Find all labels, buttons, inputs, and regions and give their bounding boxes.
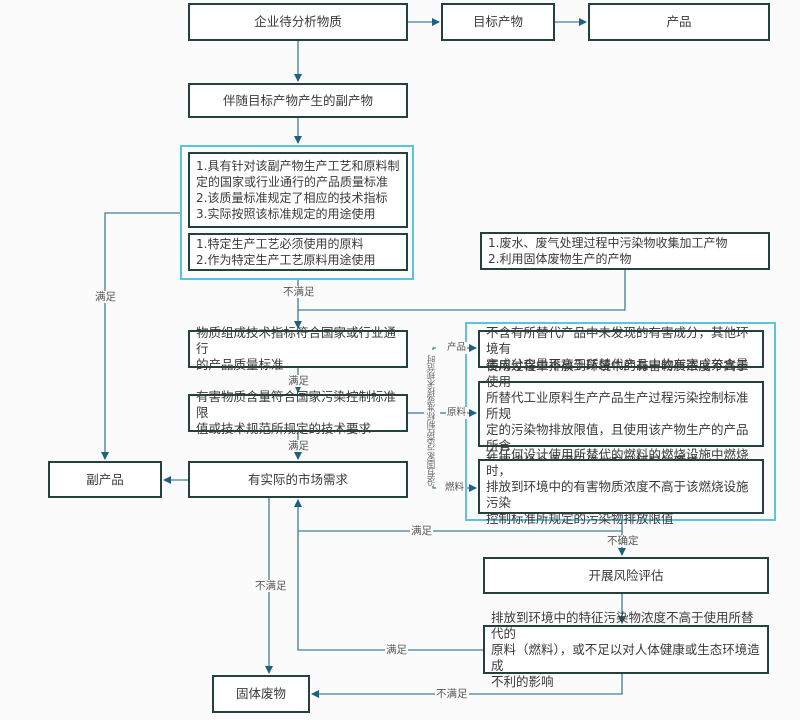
node-risk-assessment: 开展风险评估 [483, 557, 769, 594]
edge-criteria-satisfied [101, 212, 180, 460]
node-risk-assessment-text: 开展风险评估 [588, 567, 664, 583]
node-solid-waste: 固体废物 [212, 675, 310, 713]
node-byproduct-generated: 伴随目标产物产生的副产物 [188, 83, 408, 118]
alt-fuel-line2: 排放到环境中的有害物质浓度不高于该燃烧设施污染 [486, 478, 749, 510]
hazard-line2: 值或技术规范所规定的技术要求 [196, 421, 372, 436]
label-not-satisfied-risk: 不满足 [435, 688, 469, 700]
alt-fuel-line1: 在任何设计使用所替代的燃料的燃烧设施中燃烧时， [486, 446, 749, 478]
node-byproduct-text: 副产品 [86, 471, 124, 487]
node-product: 产品 [588, 3, 770, 41]
waste-treatment-line1: 1.废水、废气处理过程中污染物收集加工产物 [488, 236, 728, 250]
node-market-demand: 有实际的市场需求 [188, 461, 408, 498]
waste-treatment-line2: 2.利用固体废物生产的产物 [488, 252, 632, 266]
label-not-satisfied-top: 不满足 [282, 286, 316, 298]
node-enterprise-material-text: 企业待分析物质 [254, 14, 342, 29]
hazard-line1: 有害物质含量符合国家污染控制标准限 [196, 389, 397, 420]
label-branch-material: 原料 [446, 407, 468, 419]
label-satisfied-left: 满足 [94, 291, 117, 303]
node-target-product: 目标产物 [441, 3, 555, 41]
composition-line2: 的产品质量标准 [196, 357, 284, 372]
label-not-satisfied-market: 不满足 [254, 580, 288, 592]
node-criteria-group2: 1.特定生产工艺必须使用的原料 2.作为特定生产工艺原料用途使用 [188, 233, 408, 271]
alt-material-line3: 定的污染物排放限值，且使用该产物生产的产品所含 [486, 422, 749, 453]
node-market-demand-text: 有实际的市场需求 [247, 471, 348, 487]
node-pollutant-concentration: 排放到环境中的特征污染物浓度不高于使用所替代的 原料（燃料），或不足以对人体健康… [483, 610, 769, 689]
node-target-product-text: 目标产物 [472, 14, 523, 29]
label-satisfied-1: 满足 [287, 375, 310, 387]
pollutant-line1: 排放到环境中的特征污染物浓度不高于使用所替代的 [491, 609, 754, 641]
criteria-group-outline [180, 145, 414, 280]
criteria2-line1: 1.特定生产工艺必须使用的原料 [196, 237, 364, 251]
criteria1-line1: 1.具有针对该副产物生产工艺和原料制 [196, 159, 400, 173]
node-alt-product: 不含有所替代产品中未发现的有害成分，其他环境有 害成分含量不高于所替代产品中的有… [478, 325, 764, 372]
node-waste-treatment: 1.废水、废气处理过程中污染物收集加工产物 2.利用固体废物生产的产物 [480, 232, 770, 270]
alt-material-line1: 使用过程中排放到环境中的有害物质浓度不高于使用 [486, 358, 749, 389]
node-alt-fuel: 在任何设计使用所替代的燃料的燃烧设施中燃烧时， 排放到环境中的有害物质浓度不高于… [478, 447, 764, 526]
pollutant-line3: 不利的影响 [491, 673, 554, 689]
edge-waste-join [298, 270, 626, 311]
label-satisfied-2: 满足 [287, 440, 310, 452]
criteria1-line2: 定的国家或行业通行的产品质量标准 [196, 175, 389, 189]
alt-product-line2: 害成分含量不高于所替代产品中的有害成分含量 [486, 357, 749, 372]
criteria1-line4: 3.实际按照该标准规定的用途使用 [196, 207, 376, 221]
label-no-standard: 没有国家污染控制标准或技术规范时 [427, 350, 437, 486]
label-branch-product: 产品 [446, 342, 468, 354]
label-satisfied-return: 满足 [410, 525, 433, 537]
criteria2-line2: 2.作为特定生产工艺原料用途使用 [196, 253, 376, 267]
label-uncertain: 不确定 [606, 535, 640, 547]
alternative-group-outline [465, 322, 776, 521]
alt-product-line1: 不含有所替代产品中未发现的有害成分，其他环境有 [486, 325, 749, 356]
node-hazard-standard: 有害物质含量符合国家污染控制标准限 值或技术规范所规定的技术要求 [188, 389, 408, 436]
alt-material-line2: 所替代工业原料生产产品生产过程污染控制标准所规 [486, 390, 749, 421]
node-solid-waste-text: 固体废物 [235, 686, 286, 701]
label-branch-fuel: 燃料 [444, 482, 466, 494]
node-criteria-group1: 1.具有针对该副产物生产工艺和原料制 定的国家或行业通行的产品质量标准 2.该质… [188, 152, 408, 228]
node-byproduct: 副产品 [48, 461, 162, 498]
node-composition-standard: 物质组成技术指标符合国家或行业通行 的产品质量标准 [188, 325, 408, 372]
criteria1-line3: 2.该质量标准规定了相应的技术指标 [196, 191, 388, 205]
node-byproduct-generated-text: 伴随目标产物产生的副产物 [222, 92, 373, 108]
edge-pollutant-not-satisfied [311, 674, 623, 698]
composition-line1: 物质组成技术指标符合国家或行业通行 [196, 325, 397, 356]
pollutant-line2: 原料（燃料），或不足以对人体健康或生态环境造成 [491, 641, 760, 673]
alt-fuel-line3: 控制标准所规定的污染物排放限值 [486, 510, 674, 526]
node-alt-material: 使用过程中排放到环境中的有害物质浓度不高于使用 所替代工业原料生产产品生产过程污… [478, 358, 764, 469]
edge-pollutant-satisfied [297, 531, 483, 651]
node-product-text: 产品 [666, 14, 692, 29]
label-satisfied-risk: 满足 [385, 644, 408, 656]
node-enterprise-material: 企业待分析物质 [188, 3, 408, 41]
